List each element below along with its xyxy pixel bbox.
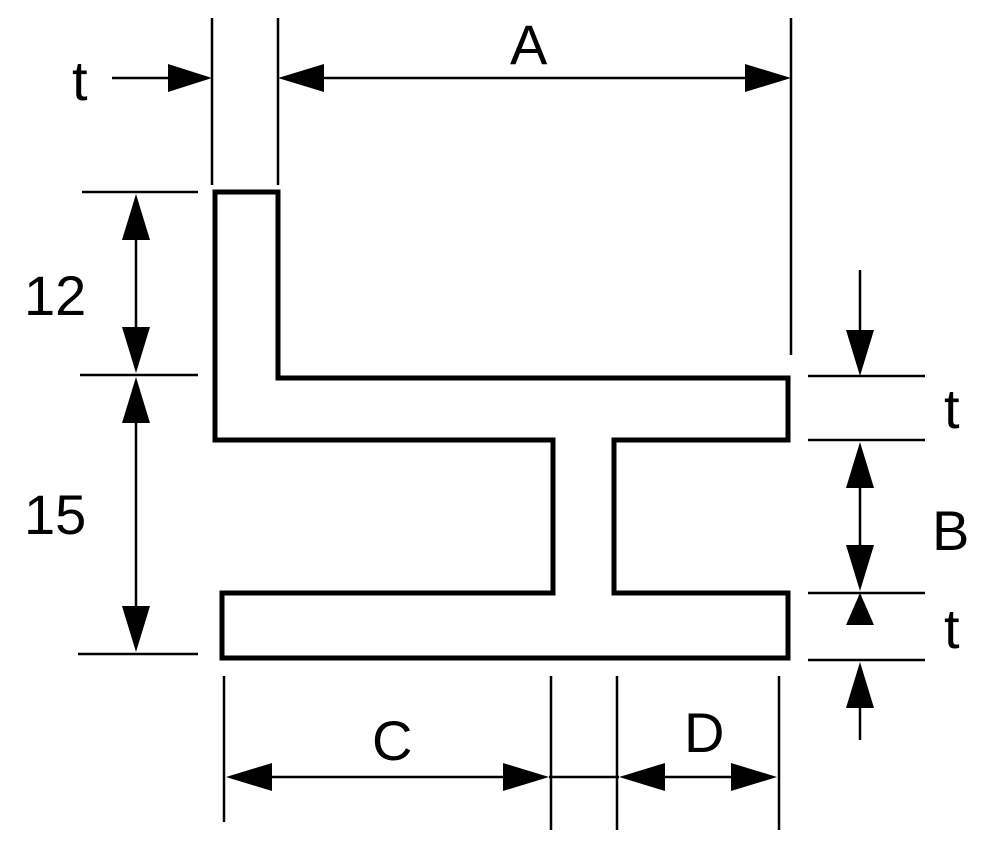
label-t-top: t bbox=[72, 49, 88, 112]
label-15: 15 bbox=[24, 483, 86, 546]
arrowhead-d-left bbox=[619, 763, 665, 791]
label-b: B bbox=[932, 499, 969, 562]
label-c: C bbox=[372, 709, 412, 772]
label-a: A bbox=[510, 13, 548, 76]
label-d: D bbox=[684, 701, 724, 764]
arrowhead-c-right bbox=[503, 763, 549, 791]
arrowhead-t-right-lower bbox=[846, 662, 874, 708]
arrowhead-t-right-upper bbox=[846, 330, 874, 376]
arrowhead-a-right bbox=[745, 64, 791, 92]
arrowhead-15-top bbox=[122, 377, 150, 423]
arrowhead-15-bottom bbox=[122, 606, 150, 652]
arrowhead-t-right-lower-inner bbox=[846, 593, 874, 625]
label-t-right-lower: t bbox=[944, 597, 960, 660]
label-t-right-upper: t bbox=[944, 377, 960, 440]
arrowhead-a-left bbox=[278, 64, 324, 92]
label-12: 12 bbox=[24, 264, 86, 327]
arrowhead-b-top bbox=[846, 442, 874, 488]
arrowhead-b-bottom bbox=[846, 545, 874, 591]
arrowhead-12-top bbox=[122, 194, 150, 240]
arrowhead-c-left bbox=[226, 763, 272, 791]
arrowhead-d-right bbox=[731, 763, 777, 791]
arrowhead-t-top bbox=[168, 64, 212, 92]
profile-outline bbox=[212, 189, 791, 661]
arrowhead-12-bottom bbox=[122, 327, 150, 373]
